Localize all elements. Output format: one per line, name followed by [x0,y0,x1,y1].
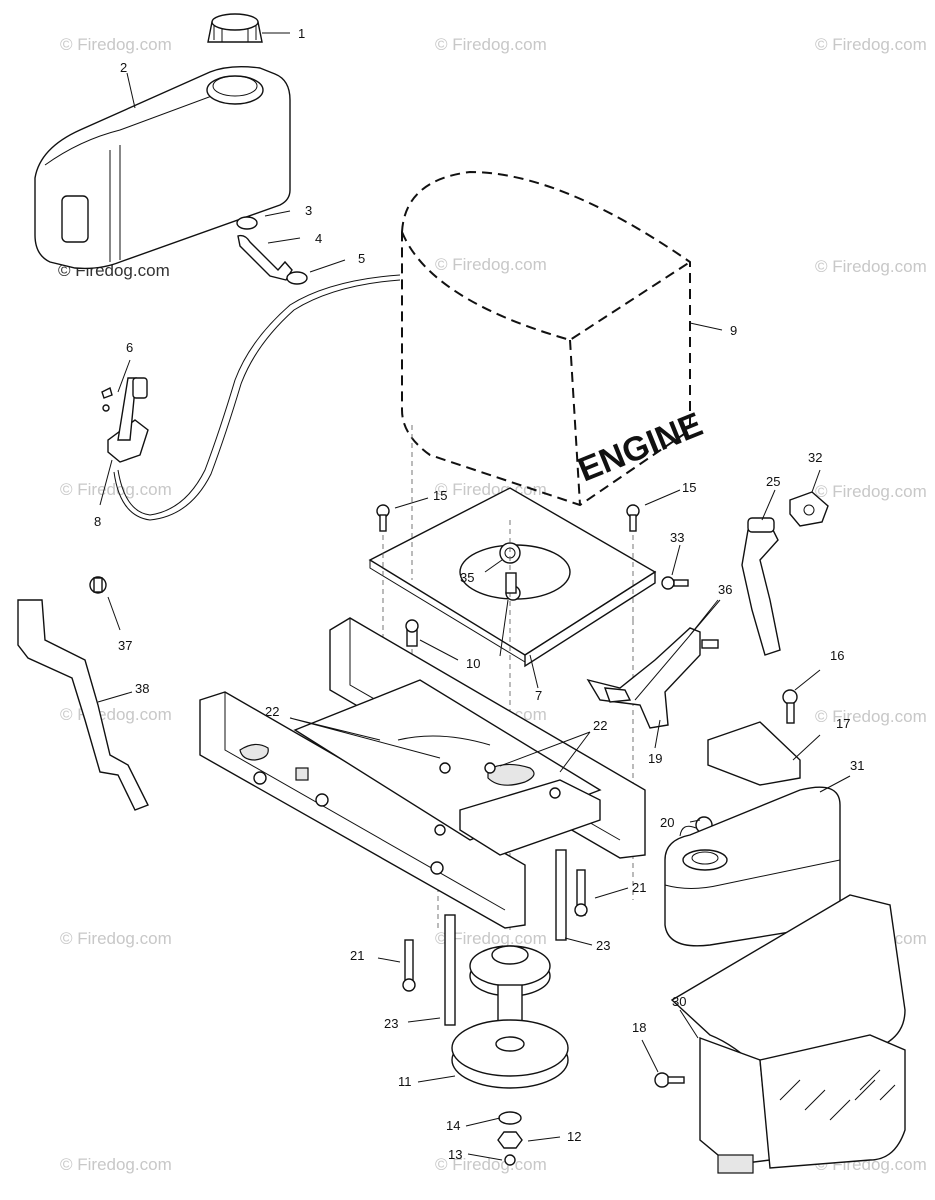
callout-4: 4 [315,231,322,246]
callout-15: 15 [682,480,696,495]
washer [498,1111,522,1125]
callout-22: 22 [265,704,279,719]
watermark: © Firedog.com [815,35,927,54]
callout-15: 15 [433,488,447,503]
bracket [586,627,719,729]
bolt [402,939,416,992]
callout-30: 30 [672,994,686,1009]
throttle-control [101,377,149,463]
watermark: © Firedog.com [435,929,547,948]
frame [199,617,646,929]
callout-5: 5 [358,251,365,266]
fuel-cap [207,13,263,43]
watermark: © Firedog.com [815,257,927,276]
exhaust-pipe [741,517,781,656]
spacer [444,914,456,1026]
callout-2: 2 [120,60,127,75]
callout-3: 3 [305,203,312,218]
callout-22: 22 [593,718,607,733]
watermark: © Firedog.com [435,480,547,499]
watermark: © Firedog.com [60,1155,172,1174]
fuel-line [117,274,401,516]
bolt [505,572,517,594]
bolt [89,576,107,594]
watermark: © Firedog.com [60,35,172,54]
bolt [782,689,798,724]
callout-23: 23 [384,1016,398,1031]
callout-19: 19 [648,751,662,766]
watermark: © Firedog.com [815,707,927,726]
heat-shield [670,894,906,1174]
engine-outline: ENGINE [401,170,708,507]
callout-12: 12 [567,1129,581,1144]
callout-8: 8 [94,514,101,529]
callout-1: 1 [298,26,305,41]
callout-25: 25 [766,474,780,489]
callout-23: 23 [596,938,610,953]
callout-14: 14 [446,1118,460,1133]
callout-37: 37 [118,638,132,653]
callout-16: 16 [830,648,844,663]
watermark: © Firedog.com [435,1155,547,1174]
bolt [661,576,689,590]
nut [497,1131,523,1149]
fuel-line [113,279,401,521]
callout-32: 32 [808,450,822,465]
watermark: © Firedog.com [435,255,547,274]
callout-7: 7 [535,688,542,703]
callout-18: 18 [632,1020,646,1035]
callout-10: 10 [466,656,480,671]
callout-35: 35 [460,570,474,585]
fuel-tank [34,65,291,270]
callout-21: 21 [632,880,646,895]
watermark: © Firedog.com [60,705,172,724]
bolt [376,504,390,532]
callout-9: 9 [730,323,737,338]
muffler-bracket [707,721,801,786]
lever [17,599,149,811]
callout-17: 17 [836,716,850,731]
watermark: © Firedog.com [815,482,927,501]
callout-31: 31 [850,758,864,773]
callouts: 1 2 3 4 5 6 7 8 9 10 11 12 13 14 15 15 1… [94,26,864,1162]
bolt [626,504,640,532]
bolt [574,869,588,917]
callout-20: 20 [660,815,674,830]
spacer [555,849,567,941]
bolt [654,1072,685,1088]
fuel-hose [236,216,308,285]
leader-lines [97,32,851,1161]
callout-11: 11 [398,1074,412,1089]
callout-33: 33 [670,530,684,545]
watermark: © Firedog.com [60,929,172,948]
callout-13: 13 [448,1147,462,1162]
engine-label: ENGINE [573,405,708,489]
engine-mounting-plate [368,487,657,668]
callout-21: 21 [350,948,364,963]
bolt [405,619,419,647]
bolt [504,1154,516,1166]
watermark: © Firedog.com [60,480,172,499]
watermark: © Firedog.com [435,35,547,54]
callout-6: 6 [126,340,133,355]
callout-38: 38 [135,681,149,696]
pulley [451,945,569,1089]
muffler [664,786,841,947]
callout-36: 36 [718,582,732,597]
